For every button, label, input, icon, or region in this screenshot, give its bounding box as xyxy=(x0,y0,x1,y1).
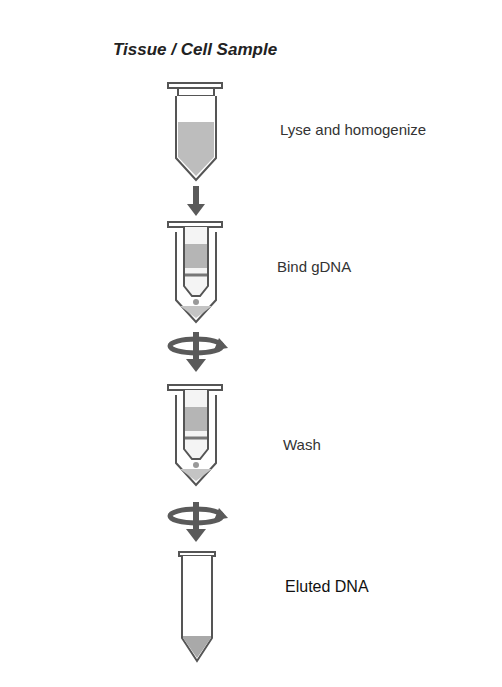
step-label: Bind gDNA xyxy=(277,258,351,276)
step-label: Wash xyxy=(283,436,321,454)
elution-tube xyxy=(179,552,215,661)
centrifuge-symbol xyxy=(170,502,228,542)
sample-tube xyxy=(168,83,222,180)
flow-arrow xyxy=(187,186,205,216)
step-label: Lyse and homogenize xyxy=(280,121,426,139)
bind-column xyxy=(168,222,222,322)
wash-column xyxy=(168,385,222,485)
step-label: Eluted DNA xyxy=(285,577,369,596)
centrifuge-symbol xyxy=(170,332,228,372)
diagram-title: Tissue / Cell Sample xyxy=(113,40,277,60)
